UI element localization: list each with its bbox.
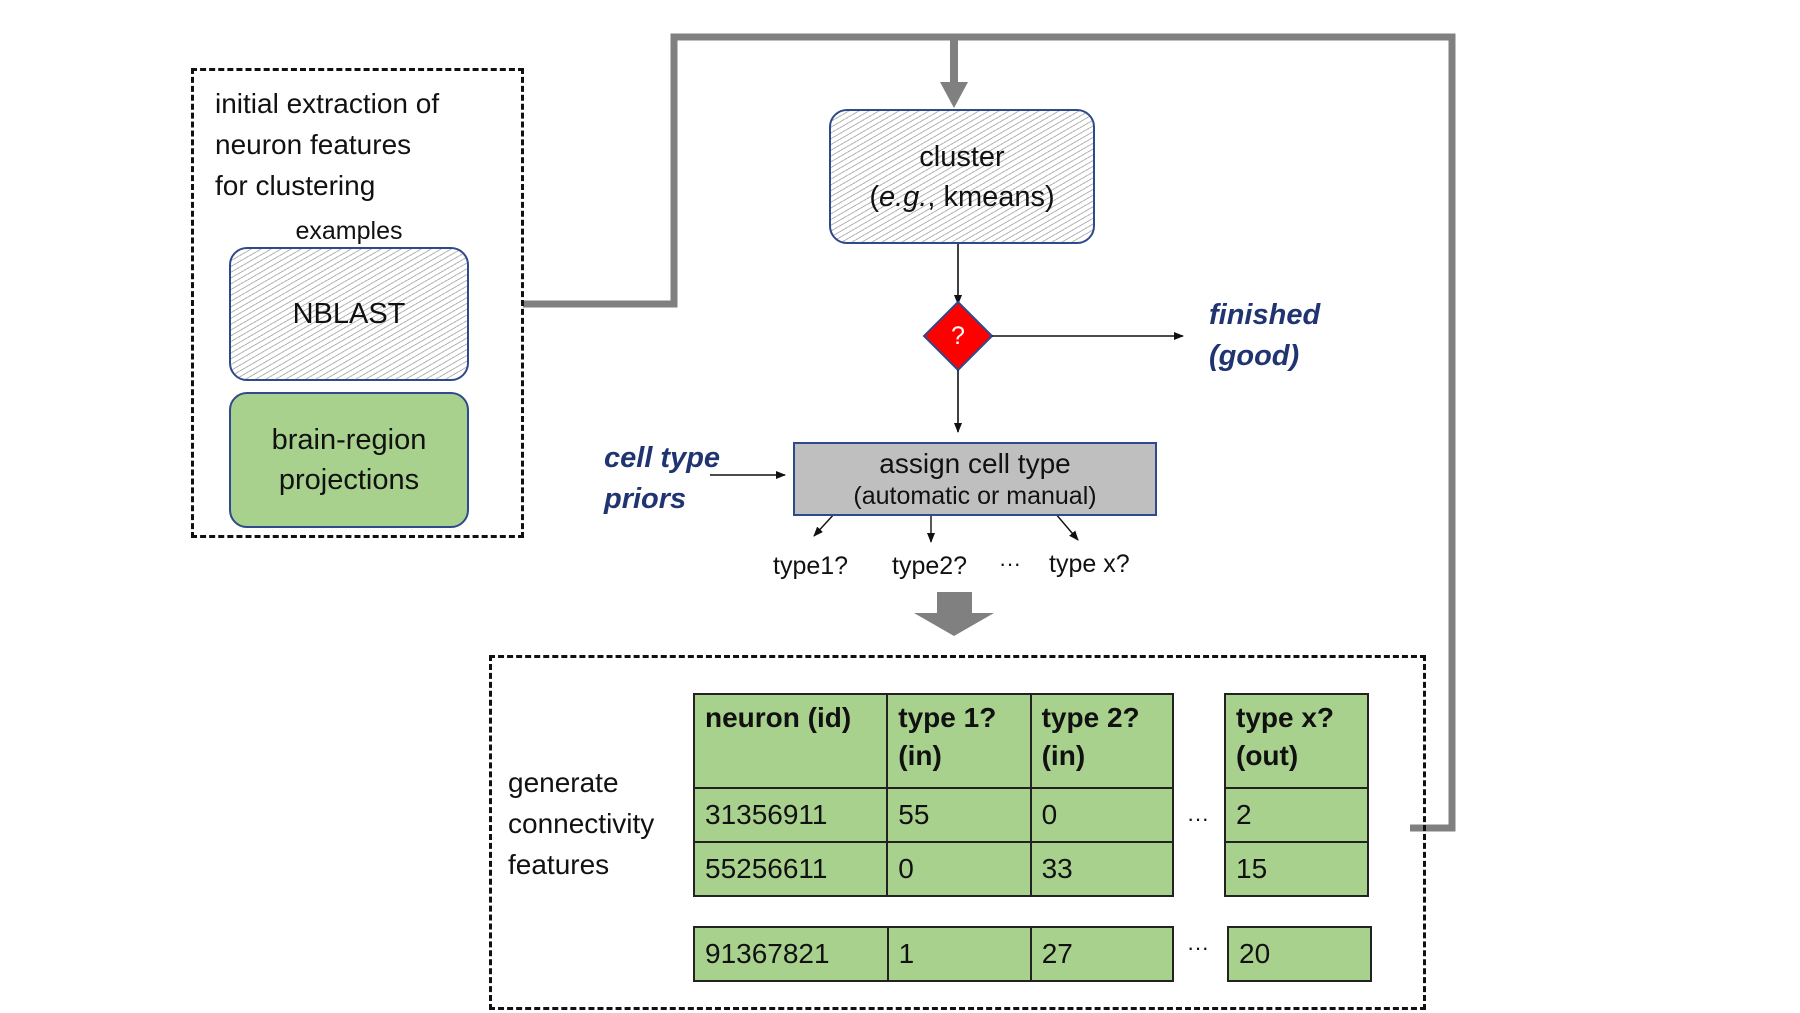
table-header-row: neuron (id) type 1?(in) type 2?(in) bbox=[692, 693, 1175, 789]
table-row: 15 bbox=[1224, 841, 1369, 897]
cell-type-x: 2 bbox=[1224, 787, 1369, 843]
cell-neuron-id: 91367821 bbox=[693, 926, 889, 982]
finished-label-line-2: (good) bbox=[1209, 340, 1300, 372]
table-ellipsis-bottom: ··· bbox=[1187, 935, 1209, 960]
brain-region-projections-box: brain-region projections bbox=[229, 392, 469, 528]
connectivity-label-line-2: connectivity bbox=[508, 808, 655, 839]
cell-type-2: 33 bbox=[1029, 841, 1175, 897]
type-output-x: type x? bbox=[1049, 550, 1130, 578]
feedback-arrowhead bbox=[940, 82, 968, 108]
connectivity-panel bbox=[489, 655, 1426, 1010]
table-header-row: type x?(out) bbox=[1224, 693, 1369, 789]
connectivity-label-line-1: generate bbox=[508, 767, 619, 798]
cell-type-1: 1 bbox=[886, 926, 1032, 982]
connectivity-table-right: type x?(out) 2 15 bbox=[1224, 693, 1369, 897]
table-row: 20 bbox=[1227, 926, 1372, 982]
initial-title-line-3: for clustering bbox=[215, 170, 376, 201]
feedback-line-initial-to-cluster bbox=[523, 33, 1456, 832]
header-type-2-in: type 2?(in) bbox=[1029, 693, 1175, 789]
connectivity-table-bottom-right: 20 bbox=[1227, 926, 1372, 982]
header-type-x-out: type x?(out) bbox=[1224, 693, 1369, 789]
assign-cell-type-box: assign cell type (automatic or manual) bbox=[793, 442, 1157, 516]
cell-type-1: 0 bbox=[886, 841, 1032, 897]
connectivity-label-line-3: features bbox=[508, 849, 610, 880]
cell-type-x: 15 bbox=[1224, 841, 1369, 897]
cluster-box: cluster (e.g., kmeans) bbox=[829, 109, 1095, 244]
type-output-1: type1? bbox=[773, 552, 849, 580]
table-row: 2 bbox=[1224, 787, 1369, 843]
nblast-label: NBLAST bbox=[292, 298, 406, 330]
connectivity-table-bottom-left: 91367821 1 27 bbox=[693, 926, 1175, 982]
cell-neuron-id: 55256611 bbox=[692, 841, 889, 897]
arrow-to-typex bbox=[1054, 512, 1079, 541]
cell-type-2: 0 bbox=[1029, 787, 1175, 843]
assign-line-2: (automatic or manual) bbox=[853, 482, 1097, 510]
cluster-label: cluster bbox=[919, 140, 1005, 173]
cell-type-x: 20 bbox=[1227, 926, 1372, 982]
arrow-to-type1 bbox=[813, 512, 836, 537]
cell-neuron-id: 31356911 bbox=[692, 787, 889, 843]
header-neuron-id: neuron (id) bbox=[692, 693, 889, 789]
cell-type-2: 27 bbox=[1029, 926, 1175, 982]
initial-title-line-2: neuron features bbox=[215, 129, 412, 160]
cell-type-1: 55 bbox=[886, 787, 1032, 843]
table-row: 55256611 0 33 bbox=[692, 841, 1175, 897]
table-ellipsis-top: ··· bbox=[1187, 806, 1209, 831]
table-row: 31356911 55 0 bbox=[692, 787, 1175, 843]
nblast-box: NBLAST bbox=[229, 247, 469, 381]
cluster-method: (e.g., kmeans) bbox=[869, 180, 1055, 213]
connectivity-table-left: neuron (id) type 1?(in) type 2?(in) 3135… bbox=[692, 693, 1175, 897]
type-output-2: type2? bbox=[892, 552, 968, 580]
priors-label-line-2: priors bbox=[604, 483, 687, 515]
examples-label: examples bbox=[295, 217, 403, 245]
table-row: 91367821 1 27 bbox=[693, 926, 1175, 982]
projections-line-2: projections bbox=[278, 464, 420, 496]
header-type-1-in: type 1?(in) bbox=[886, 693, 1032, 789]
big-down-arrow bbox=[914, 592, 994, 636]
finished-label-line-1: finished bbox=[1209, 299, 1321, 331]
type-output-ellipsis: ··· bbox=[999, 551, 1021, 576]
initial-title-line-1: initial extraction of bbox=[215, 88, 440, 119]
initial-extraction-panel bbox=[191, 68, 524, 538]
projections-line-1: brain-region bbox=[271, 424, 427, 456]
assign-line-1: assign cell type bbox=[879, 448, 1071, 479]
decision-question-mark: ? bbox=[951, 322, 965, 350]
priors-label-line-1: cell type bbox=[604, 442, 721, 474]
